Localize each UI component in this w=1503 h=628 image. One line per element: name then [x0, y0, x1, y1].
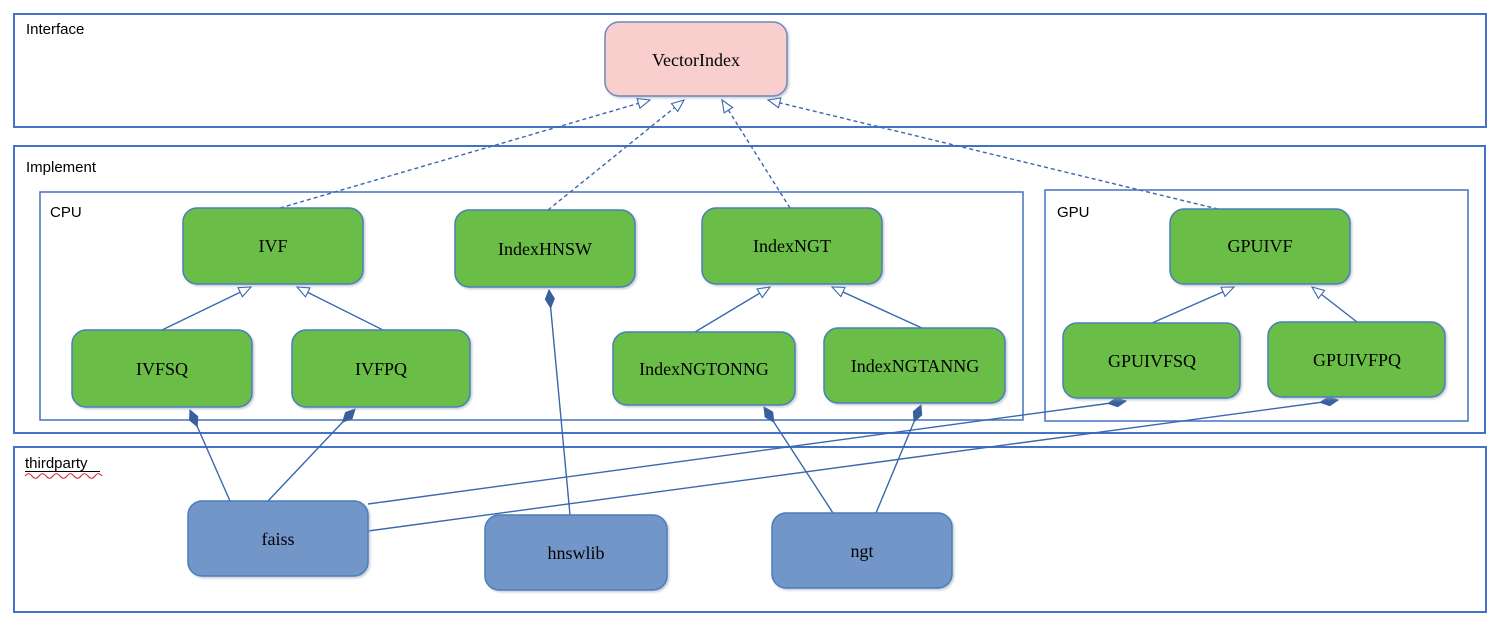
- implement-label: Implement: [26, 159, 97, 176]
- ivfsq-label: IVFSQ: [136, 359, 188, 379]
- spellcheck-squiggle: [24, 473, 103, 479]
- indexngtonng-shape[interactable]: [612, 331, 796, 406]
- container-implement: Implement: [13, 145, 1486, 434]
- edge-gpuivfsq-gpuivf: [1151, 286, 1236, 324]
- ngt-label: ngt: [850, 541, 873, 561]
- gpuivfsq-label: GPUIVFSQ: [1108, 351, 1196, 371]
- gpuivfsq-shape[interactable]: [1062, 322, 1241, 399]
- ivf-shape[interactable]: [182, 207, 364, 285]
- edge-faiss-gpuivfsq: [367, 401, 1126, 505]
- node-ivfpq[interactable]: IVFPQ: [291, 329, 471, 408]
- thirdparty-frame: [13, 446, 1487, 613]
- interface-frame: [13, 13, 1487, 128]
- vectorindex-label: VectorIndex: [652, 50, 740, 70]
- edge-gpuivf-vectorindex: [766, 97, 1219, 210]
- ivfpq-shape[interactable]: [291, 329, 471, 408]
- ivfpq-label: IVFPQ: [355, 359, 407, 379]
- node-vectorindex[interactable]: VectorIndex: [604, 21, 788, 97]
- node-ngt[interactable]: ngt: [771, 512, 953, 589]
- indexngtanng-shape[interactable]: [823, 327, 1006, 404]
- gpu-label: GPU: [1057, 204, 1090, 221]
- ngt-shape[interactable]: [771, 512, 953, 589]
- edge-faiss-ivfsq: [190, 410, 231, 502]
- edge-faiss-gpuivfpq: [367, 400, 1338, 532]
- indexngt-shape[interactable]: [701, 207, 883, 285]
- implement-frame: [13, 145, 1486, 434]
- gpu-frame: [1044, 189, 1469, 422]
- faiss-shape[interactable]: [187, 500, 369, 577]
- node-hnswlib[interactable]: hnswlib: [484, 514, 668, 591]
- node-gpuivfsq[interactable]: GPUIVFSQ: [1062, 322, 1241, 399]
- cpu-frame: [39, 191, 1024, 421]
- ivfsq-shape[interactable]: [71, 329, 253, 408]
- container-thirdparty: thirdparty: [13, 446, 1487, 613]
- edge-faiss-ivfpq: [267, 409, 355, 502]
- edge-hnswlib-indexhnsw: [549, 290, 571, 516]
- container-cpu: CPU: [39, 191, 1024, 421]
- edge-ngt-indexngtonng: [764, 407, 834, 514]
- faiss-label: faiss: [262, 529, 295, 549]
- node-indexngtanng[interactable]: IndexNGTANNG: [823, 327, 1006, 404]
- indexngtanng-label: IndexNGTANNG: [851, 356, 980, 376]
- ivf-label: IVF: [258, 236, 287, 256]
- hnswlib-shape[interactable]: [484, 514, 668, 591]
- edge-ivfsq-ivf: [161, 286, 253, 331]
- node-faiss[interactable]: faiss: [187, 500, 369, 577]
- hnswlib-label: hnswlib: [547, 543, 604, 563]
- edge-gpuivfpq-gpuivf: [1310, 286, 1358, 323]
- edge-ivfpq-ivf: [295, 286, 384, 331]
- gpuivfpq-shape[interactable]: [1267, 321, 1446, 398]
- node-ivf[interactable]: IVF: [182, 207, 364, 285]
- edge-indexngtonng-indexngt: [694, 286, 772, 333]
- cpu-label: CPU: [50, 204, 82, 221]
- container-interface: Interface: [13, 13, 1487, 128]
- node-gpuivfpq[interactable]: GPUIVFPQ: [1267, 321, 1446, 398]
- node-indexngt[interactable]: IndexNGT: [701, 207, 883, 285]
- edge-indexngt-vectorindex: [721, 98, 791, 209]
- container-gpu: GPU: [1044, 189, 1469, 422]
- indexngtonng-label: IndexNGTONNG: [639, 359, 769, 379]
- node-indexhnsw[interactable]: IndexHNSW: [454, 209, 636, 288]
- node-indexngtonng[interactable]: IndexNGTONNG: [612, 331, 796, 406]
- node-gpuivf[interactable]: GPUIVF: [1169, 208, 1351, 285]
- thirdparty-label: thirdparty: [25, 455, 88, 472]
- edge-indexhnsw-vectorindex: [547, 99, 686, 211]
- edge-indexngtanng-indexngt: [830, 286, 923, 329]
- edge-ivf-vectorindex: [279, 97, 652, 209]
- gpuivf-shape[interactable]: [1169, 208, 1351, 285]
- vectorindex-shape[interactable]: [604, 21, 788, 97]
- gpuivf-label: GPUIVF: [1227, 236, 1292, 256]
- indexngt-label: IndexNGT: [753, 236, 831, 256]
- node-ivfsq[interactable]: IVFSQ: [71, 329, 253, 408]
- indexhnsw-label: IndexHNSW: [498, 239, 592, 259]
- indexhnsw-shape[interactable]: [454, 209, 636, 288]
- interface-label: Interface: [26, 21, 84, 38]
- gpuivfpq-label: GPUIVFPQ: [1313, 350, 1401, 370]
